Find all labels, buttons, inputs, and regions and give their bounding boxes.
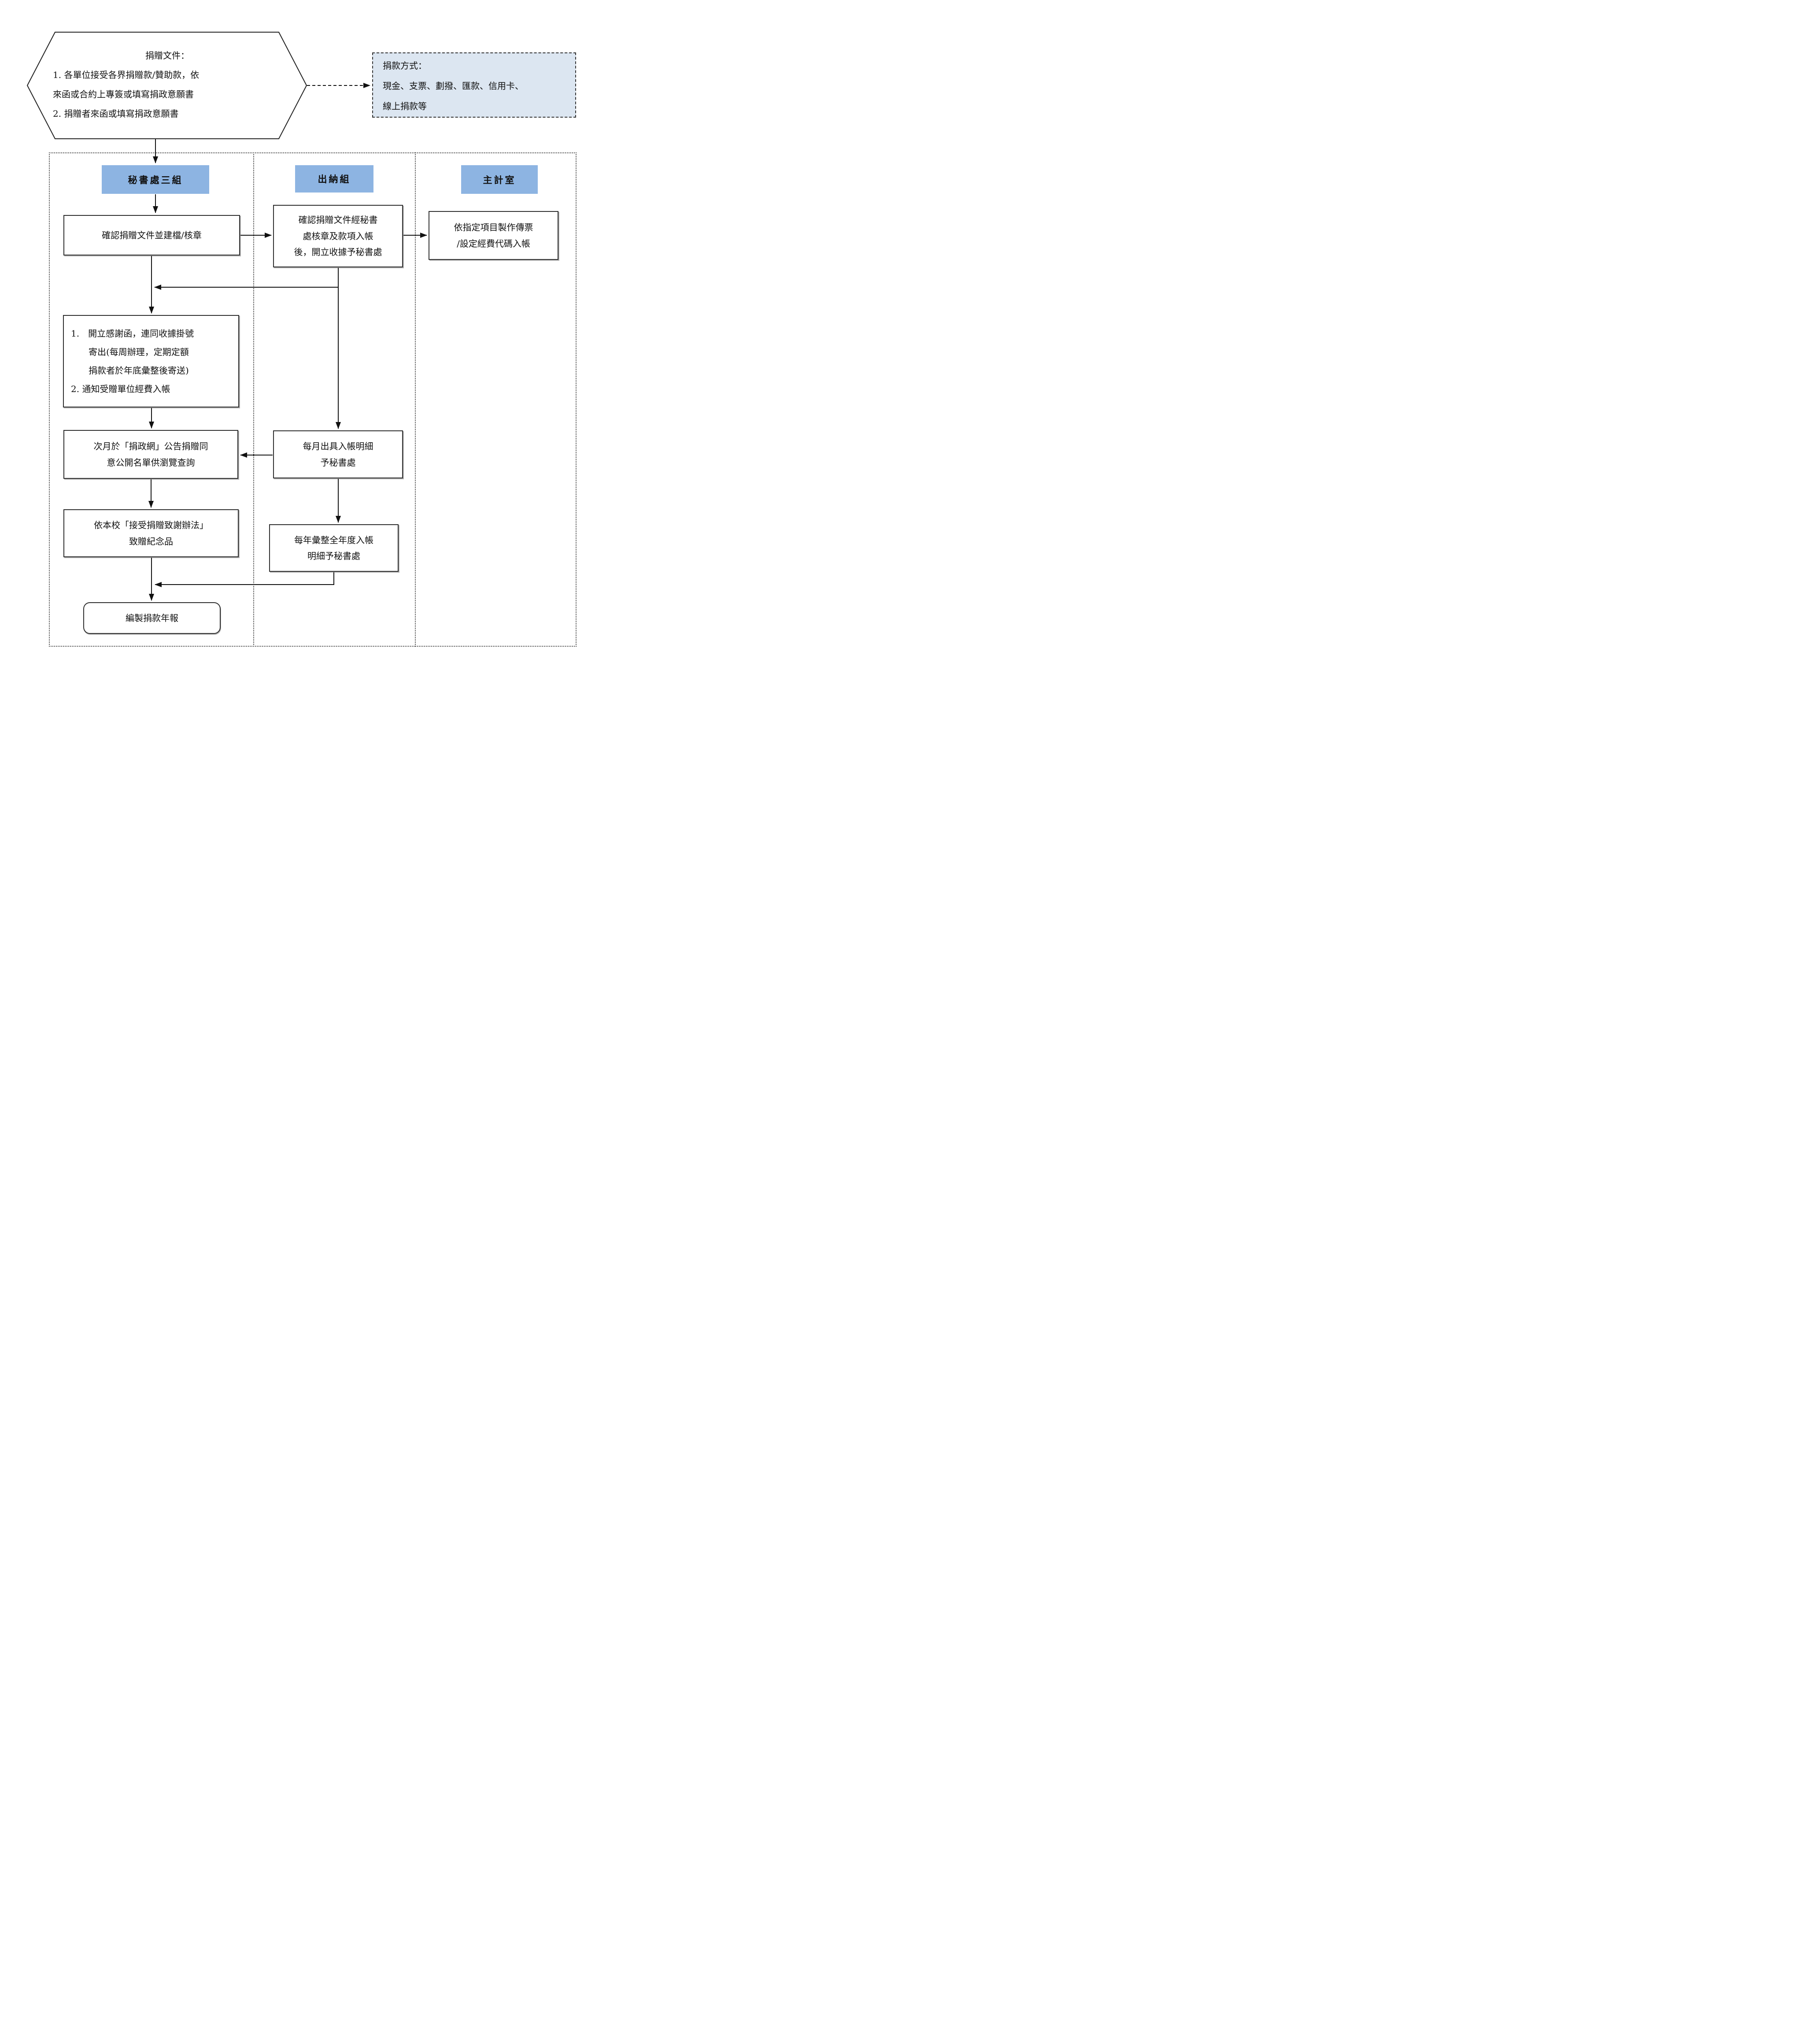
lane-divider-2 <box>415 152 416 647</box>
node-yearly-detail: 每年彙整全年度入帳 明細予秘書處 <box>269 524 399 572</box>
node-cashier-receipt: 確認捐贈文件經秘書 處核章及款項入帳 後，開立收據予秘書處 <box>273 205 403 267</box>
donation-methods-note: 捐款方式： 現金、支票、劃撥、匯款、信用卡、 線上捐款等 <box>372 52 576 118</box>
node-monthly-detail: 每月出具入帳明細 予秘書處 <box>273 430 403 478</box>
node-accounting-voucher: 依指定項目製作傳票 /設定經費代碼入帳 <box>429 211 558 260</box>
swimlane-container <box>49 152 577 647</box>
node-souvenir: 依本校「接受捐贈致謝辦法」 致贈紀念品 <box>63 509 239 557</box>
lane-header-secretariat: 秘書處三組 <box>102 165 209 194</box>
node-publish-web: 次月於「捐政網」公告捐贈同 意公開名單供瀏覽查詢 <box>63 430 238 479</box>
start-node-title: 捐贈文件： <box>145 50 189 61</box>
node-confirm-file: 確認捐贈文件並建檔/核章 <box>63 215 240 256</box>
start-node-body: 1. 各單位接受各界捐贈款/贊助款，依 來函或合約上專簽或填寫捐政意願書 2. … <box>53 70 200 119</box>
flowchart-canvas: 捐贈文件： 1. 各單位接受各界捐贈款/贊助款，依 來函或合約上專簽或填寫捐政意… <box>0 0 601 681</box>
lane-header-accounting: 主計室 <box>461 165 538 194</box>
lane-divider-1 <box>253 152 254 647</box>
node-thanks-letter: 1. 開立感謝函，連同收據掛號 寄出(每周辦理，定期定額 捐款者於年底彙整後寄送… <box>63 315 239 407</box>
node-annual-report: 編製捐款年報 <box>83 602 221 634</box>
lane-header-cashier: 出納組 <box>295 165 373 193</box>
start-node: 捐贈文件： 1. 各單位接受各界捐贈款/贊助款，依 來函或合約上專簽或填寫捐政意… <box>53 46 282 123</box>
